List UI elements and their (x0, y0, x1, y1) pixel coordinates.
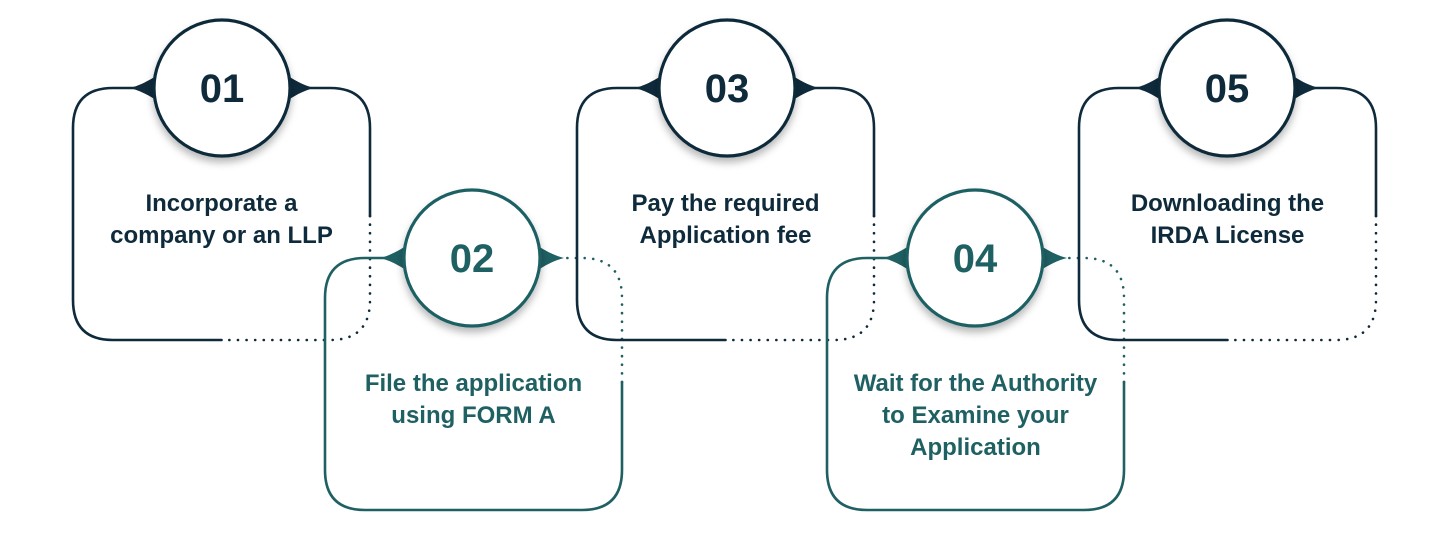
step-05-label-line: Downloading the (1130, 190, 1325, 217)
step-05-dotted-outline (1226, 214, 1378, 342)
step-04-dotted-outline (974, 256, 1126, 384)
step-01-circle (152, 18, 292, 158)
step-04-circle (905, 188, 1045, 328)
step-01-dotted-outline (220, 214, 372, 342)
step-03-label-line: Application fee (639, 222, 812, 249)
step-04-label-line: Wait for the Authority (853, 370, 1098, 397)
step-01-label: Incorporate a company or an LLP (72, 188, 372, 252)
step-02-label-line: using FORM A (391, 402, 556, 429)
step-01-box-outline (71, 86, 372, 342)
step-03-number: 03 (705, 67, 750, 111)
step-03-box-outline (575, 86, 876, 342)
step-03-label-line: Pay the required (631, 190, 820, 217)
step-01-number: 01 (200, 67, 245, 111)
step-01-label-line: company or an LLP (110, 222, 333, 249)
step-04-label-line: to Examine your (882, 402, 1069, 429)
step-04-label-line: Application (910, 434, 1041, 461)
step-05-circle (1157, 18, 1297, 158)
step-05-number: 05 (1205, 67, 1250, 111)
step-03-circle (657, 18, 797, 158)
step-02-circle (402, 188, 542, 328)
step-04-number: 04 (953, 237, 998, 281)
step-02-label: File the application using FORM A (324, 368, 624, 432)
step-02-label-line: File the application (364, 370, 583, 397)
step-03-dotted-outline (724, 214, 876, 342)
step-05-label-line: IRDA License (1150, 222, 1305, 249)
step-01-label-line: Incorporate a (145, 190, 298, 217)
step-02-dotted-outline (472, 256, 624, 384)
step-02-box-outline (323, 256, 624, 512)
step-04-box-outline (825, 256, 1126, 512)
step-02-number: 02 (450, 237, 495, 281)
step-05-box-outline (1077, 86, 1378, 342)
